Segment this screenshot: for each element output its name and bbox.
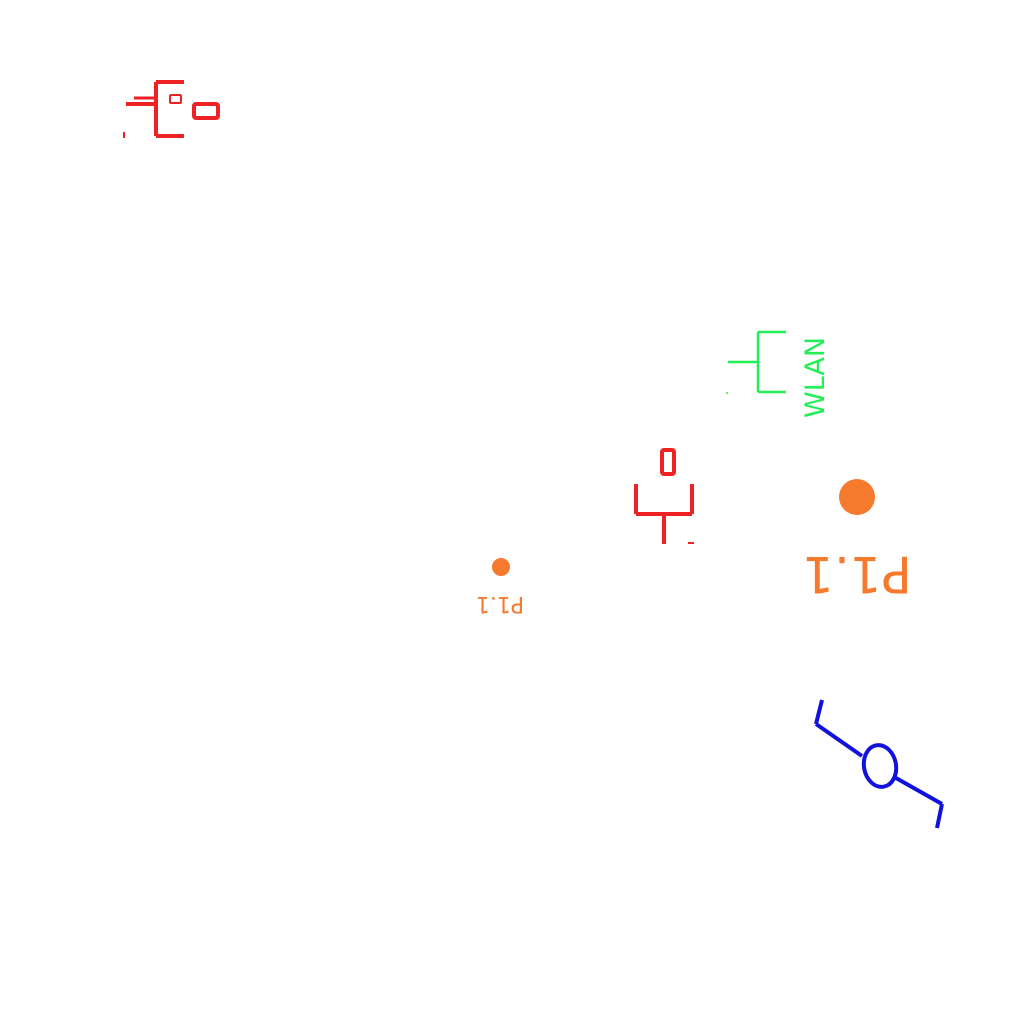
socket-outlet-icon xyxy=(123,80,220,138)
marker-small-label: P1.1 xyxy=(476,591,524,616)
marker-large-label: P1.1 xyxy=(802,545,912,603)
switch-circle-icon xyxy=(814,699,944,829)
point-marker-large xyxy=(839,479,875,515)
socket-outlet-icon xyxy=(634,448,694,544)
wlan-label: WLAN xyxy=(800,337,831,418)
point-marker-small xyxy=(492,558,510,576)
wlan-bracket-icon xyxy=(726,330,786,394)
